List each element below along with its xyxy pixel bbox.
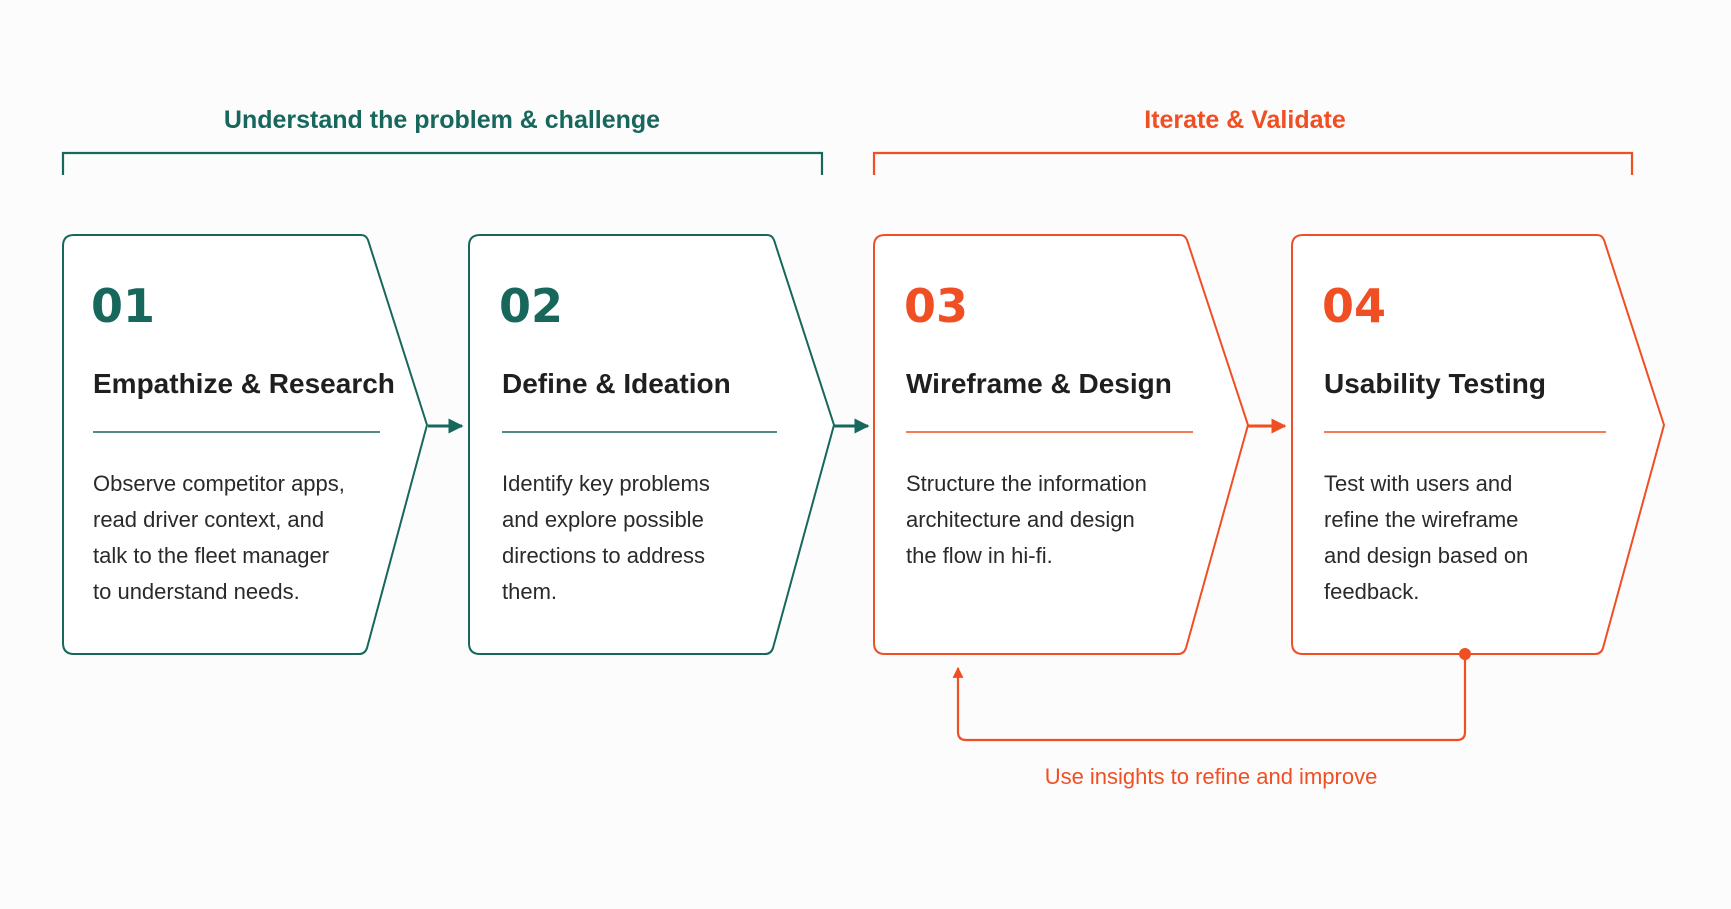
phase-title-understand: Understand the problem & challenge [224,106,660,134]
step-card-02: 02 Define & Ideation Identify key proble… [468,234,836,655]
step-shape-03 [873,234,1250,655]
step-card-04: 04 Usability Testing Test with users and… [1291,234,1666,655]
step-title-03: Wireframe & Design [906,368,1172,399]
step-desc-03-line-3: the flow in hi-fi. [906,543,1053,568]
step-desc-04-line-1: Test with users and [1324,471,1512,496]
step-desc-01-line-4: to understand needs. [93,579,300,604]
step-number-04: 04 [1322,279,1386,333]
step-desc-03-line-2: architecture and design [906,507,1135,532]
step-title-02: Define & Ideation [502,368,731,399]
step-shape-01 [62,234,429,655]
step-number-02: 02 [499,279,563,333]
step-desc-03-line-1: Structure the information [906,471,1147,496]
step-number-03: 03 [904,279,968,333]
feedback-loop-arrow [952,654,1467,742]
step-desc-01-line-3: talk to the fleet manager [93,543,329,568]
step-desc-02-line-1: Identify key problems [502,471,710,496]
phase-title-iterate: Iterate & Validate [1144,106,1346,134]
step-card-01: 01 Empathize & Research Observe competit… [62,234,429,655]
step-desc-04-line-2: refine the wireframe [1324,507,1518,532]
step-number-01: 01 [91,279,155,333]
step-card-03: 03 Wireframe & Design Structure the info… [873,234,1250,655]
step-desc-02-line-3: directions to address [502,543,705,568]
step-shape-04 [1291,234,1666,655]
step-title-04: Usability Testing [1324,368,1546,399]
step-desc-02-line-4: them. [502,579,557,604]
phase-bracket-understand [61,151,824,175]
step-desc-01-line-2: read driver context, and [93,507,324,532]
step-shape-02 [468,234,836,655]
step-title-01: Empathize & Research [93,368,395,399]
step-desc-04-line-3: and design based on [1324,543,1528,568]
phase-bracket-iterate [872,151,1634,175]
feedback-loop-label: Use insights to refine and improve [1045,764,1378,789]
step-desc-02-line-2: and explore possible [502,507,704,532]
step-desc-01-line-1: Observe competitor apps, [93,471,345,496]
step-desc-04-line-4: feedback. [1324,579,1419,604]
